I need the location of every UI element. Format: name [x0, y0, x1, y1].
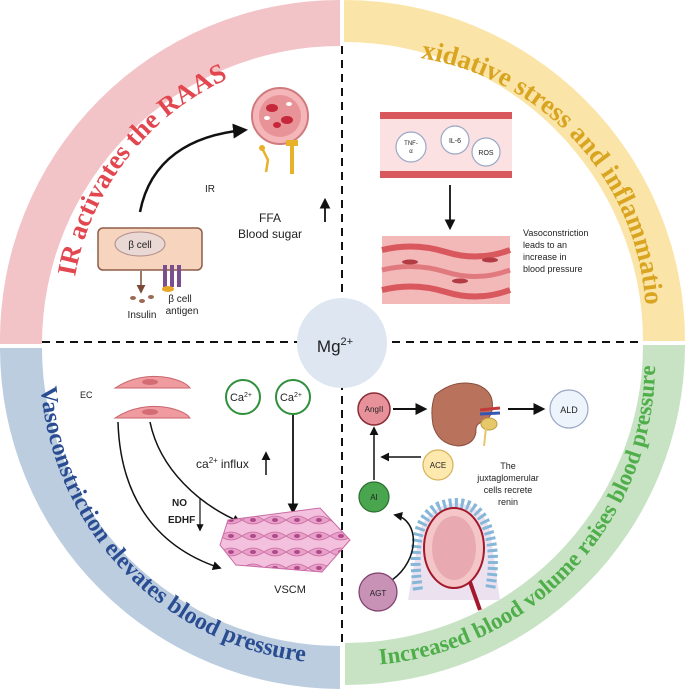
ace-node: ACE — [422, 449, 454, 481]
il6-bubble: IL-6 — [440, 125, 470, 155]
quadrant-top-right: TNF- α IL-6 ROS Vasoconstriction leads t… — [380, 112, 588, 304]
ring-quadrant-top-left — [0, 0, 340, 344]
arrow-agt-to-ai — [391, 512, 415, 581]
kidney-icon — [431, 382, 501, 447]
jg-text-2: juxtaglomerular — [476, 473, 539, 483]
quadrant-bottom-right: AngII ALD ACE AI The juxtaglomerular cel… — [357, 382, 589, 612]
svg-text:Ca2+: Ca2+ — [280, 392, 302, 404]
svg-text:IL-6: IL-6 — [449, 138, 461, 145]
beta-cell-label: β cell — [128, 240, 152, 251]
no-label: NO — [172, 498, 187, 509]
svg-text:TNF-: TNF- — [404, 141, 418, 147]
svg-text:Ca2+: Ca2+ — [230, 392, 252, 404]
svg-text:ALD: ALD — [560, 405, 578, 415]
vscm-tissue-icon — [219, 507, 351, 573]
endothelial-cell-icon — [113, 375, 191, 419]
svg-text:AI: AI — [370, 493, 378, 502]
ffa-label: FFA — [259, 211, 281, 225]
insulin-granules-icon — [130, 295, 154, 303]
insulin-label: Insulin — [128, 310, 157, 321]
ald-node: ALD — [549, 389, 589, 429]
vscm-label: VSCM — [274, 584, 306, 596]
calcium-ion-2: Ca2+ — [275, 379, 311, 415]
quadrant-bottom-left: EC NO EDHF Ca2+ Ca2+ ca2+influx VSCM — [80, 375, 351, 596]
ir-label: IR — [205, 184, 215, 195]
blood-vessel-icon — [251, 87, 309, 145]
jg-text-1: The — [500, 461, 516, 471]
calcium-ion-1: Ca2+ — [225, 379, 261, 415]
agt-node: AGT — [358, 572, 398, 612]
beta-antigen-label-1: β cell — [168, 294, 192, 305]
svg-text:ROS: ROS — [478, 150, 494, 157]
ros-bubble: ROS — [471, 137, 501, 167]
quadrant-top-left: IR β cell Insulin β cell antigen FFA Blo… — [97, 87, 331, 321]
vaso-text-2: leads to an — [523, 240, 567, 250]
jg-text-3: cells recrete — [484, 485, 533, 495]
tnf-bubble: TNF- α — [395, 131, 427, 163]
glucose-icon — [286, 140, 298, 174]
vaso-text-1: Vasoconstriction — [523, 228, 588, 238]
beta-antigen-label-2: antigen — [166, 306, 199, 317]
ec-label: EC — [80, 390, 93, 400]
glomerulus-icon — [408, 498, 500, 611]
arrow-ir-to-vessel — [138, 123, 248, 213]
receptor-icon — [162, 265, 181, 292]
svg-text:ACE: ACE — [430, 461, 446, 470]
constricted-vessel-icon — [381, 236, 512, 304]
blood-sugar-label: Blood sugar — [238, 227, 302, 241]
jg-text-4: renin — [498, 497, 518, 507]
fatty-acid-icon — [259, 145, 270, 173]
arrow-ec-to-vscm-inner — [149, 421, 242, 524]
arrow-ec-to-vscm-outer — [117, 421, 222, 571]
ca-influx-label: ca2+influx — [196, 456, 249, 471]
edhf-label: EDHF — [168, 515, 195, 526]
mg-center: Mg2+ — [297, 298, 387, 388]
ring-quadrant-top-right — [344, 0, 685, 341]
svg-text:AGT: AGT — [370, 589, 387, 598]
vaso-text-4: blood pressure — [523, 264, 583, 274]
mg-label: Mg2+ — [317, 336, 353, 356]
ring-quadrant-bottom-right — [345, 345, 685, 685]
svg-text:α: α — [409, 149, 413, 155]
vaso-text-3: increase in — [523, 252, 567, 262]
angii-node: AngII — [357, 392, 391, 426]
ring-quadrant-bottom-left — [0, 348, 340, 689]
svg-text:AngII: AngII — [365, 405, 384, 414]
ai-node: AI — [358, 481, 390, 513]
